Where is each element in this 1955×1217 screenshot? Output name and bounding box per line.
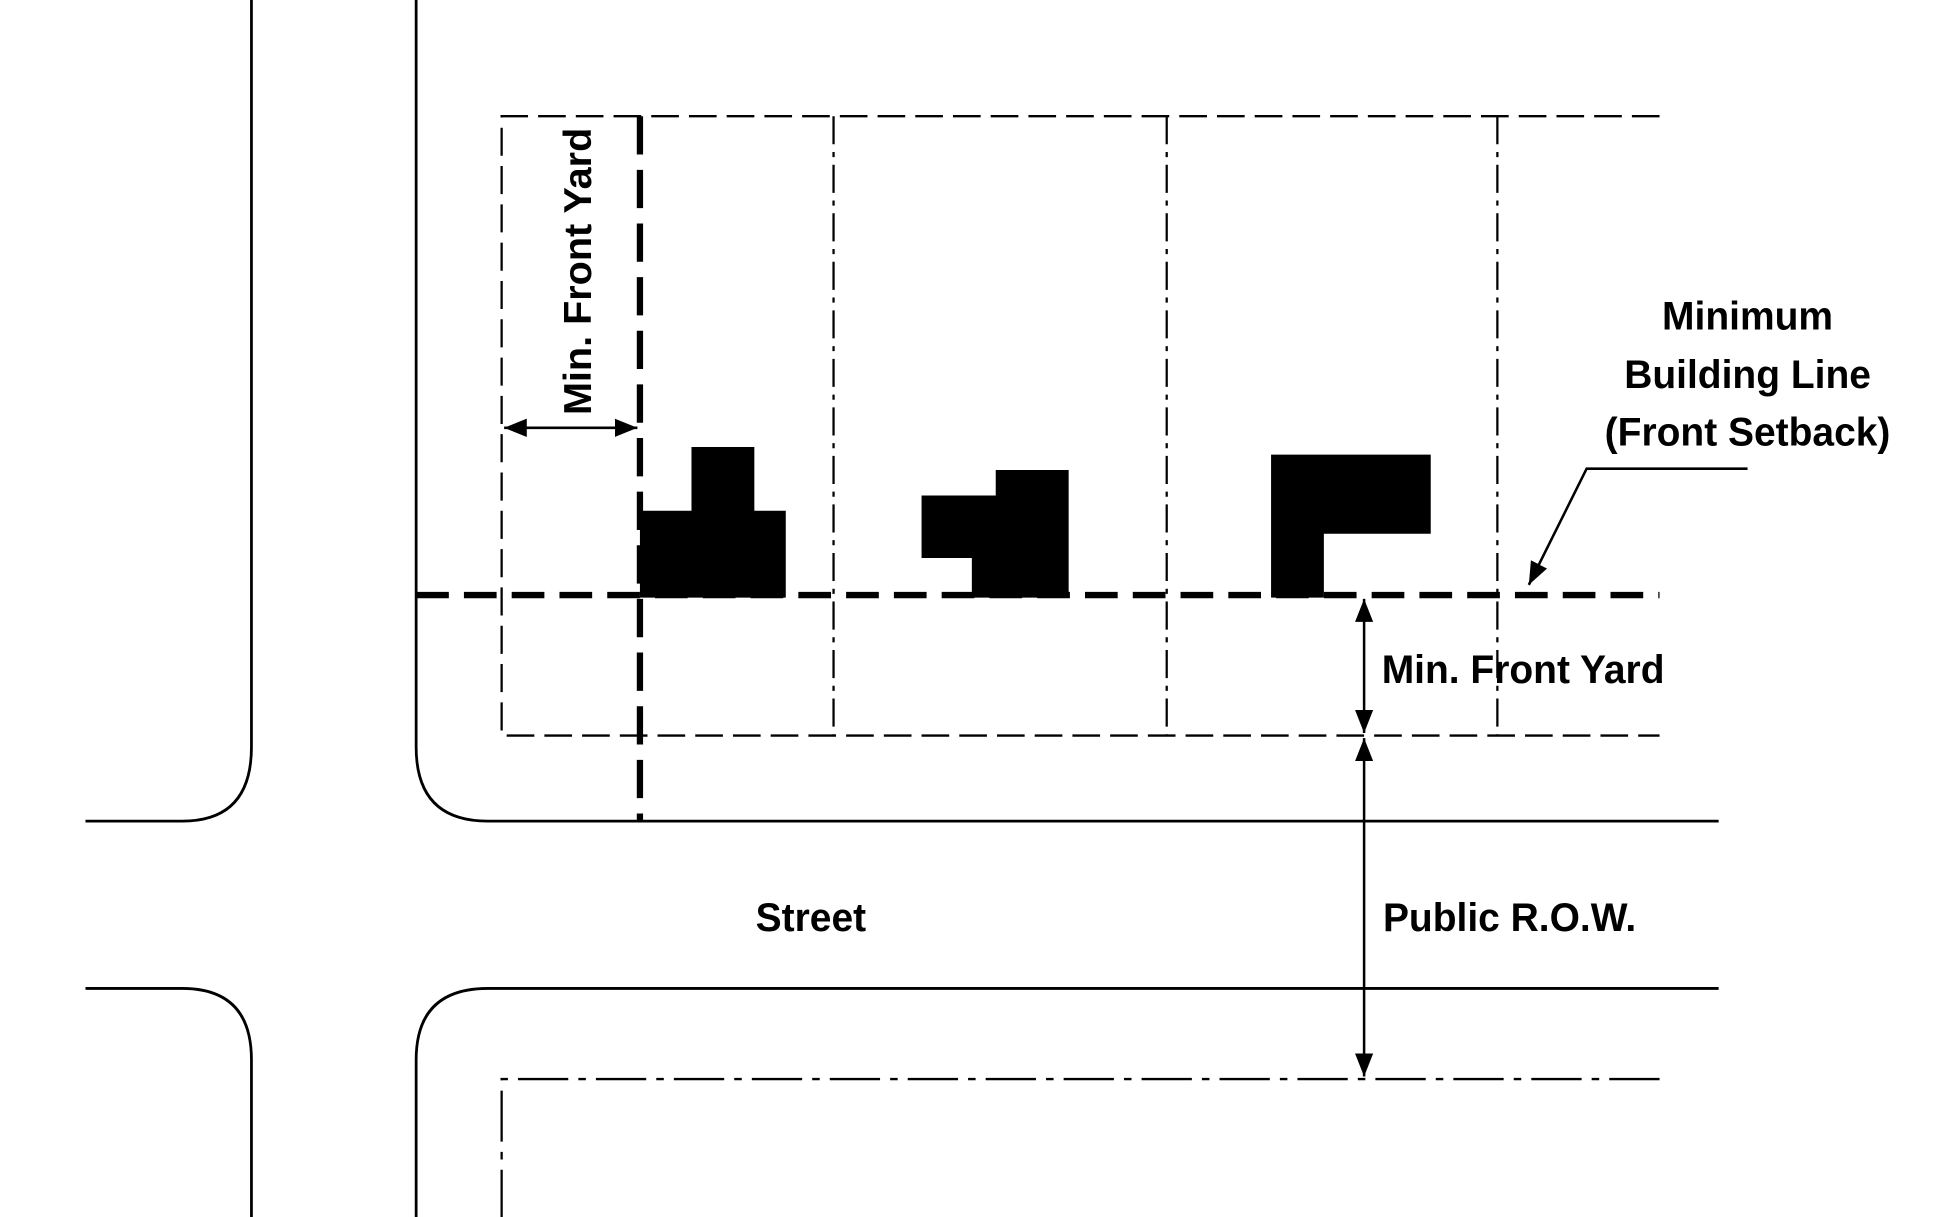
label-building-line-1: Minimum (1662, 294, 1833, 338)
building-1 (639, 446, 786, 598)
lot-boundary (500, 115, 1660, 737)
buildings (639, 446, 1431, 598)
lot-lines (500, 115, 1660, 1217)
building-2 (921, 469, 1069, 598)
opposite-lot-boundary (500, 1077, 1660, 1217)
label-street: Street (756, 896, 866, 940)
label-min-front-yard-vertical: Min. Front Yard (556, 128, 600, 415)
label-building-line-3: (Front Setback) (1605, 410, 1891, 454)
curb-top-left (85, 0, 253, 823)
curb-bottom-right (414, 987, 1719, 1217)
street-curbs (85, 0, 1719, 1217)
curb-bottom-left (85, 987, 253, 1217)
curb-top-right (414, 0, 1719, 823)
building-lines (416, 116, 1660, 822)
label-public-row: Public R.O.W. (1383, 896, 1636, 940)
label-building-line-2: Building Line (1624, 353, 1871, 397)
dimension-arrows (504, 418, 1748, 1077)
label-min-front-yard: Min. Front Yard (1382, 648, 1665, 692)
building-3 (1271, 454, 1431, 598)
building-line-leader (1527, 467, 1748, 586)
